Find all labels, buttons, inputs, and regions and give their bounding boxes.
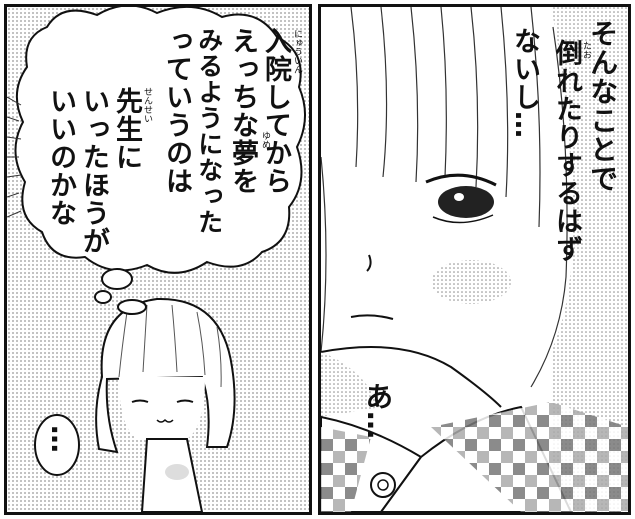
- ruby-tao: たお: [581, 41, 591, 59]
- thought-bubble-line-2: えっちな夢を: [227, 27, 259, 195]
- speech-text: あ…: [361, 382, 395, 440]
- small-bubble-ellipsis: …: [45, 425, 79, 454]
- caption-line-1: そんなことで: [586, 19, 620, 193]
- ruby-nyuuin: にゅういん: [292, 29, 302, 74]
- thought-bubble-line-5: 先生に: [111, 87, 143, 171]
- caption-line-2: 倒れたりするはず: [551, 39, 583, 263]
- thought-bubble-line-1: 入院してから: [260, 27, 292, 195]
- left-panel: 入院してから えっちな夢を みるようになった っていうのは 先生に いったほうが…: [4, 4, 312, 515]
- right-panel: そんなことで 倒れたりするはず ないし… たお あ…: [318, 4, 631, 515]
- thought-bubble-line-4: っていうのは: [161, 27, 193, 195]
- caption-line-3: ないし…: [509, 27, 541, 139]
- ruby-yume: ゆめ: [260, 131, 270, 149]
- thought-bubble-line-3: みるようになった: [194, 27, 224, 235]
- thought-bubble-line-6: いったほうが: [78, 87, 110, 255]
- right-panel-artwork: [321, 7, 628, 512]
- thought-bubble-line-7: いいのかな: [45, 87, 77, 227]
- left-panel-artwork: [7, 7, 307, 512]
- ruby-sensei: せんせい: [142, 87, 152, 123]
